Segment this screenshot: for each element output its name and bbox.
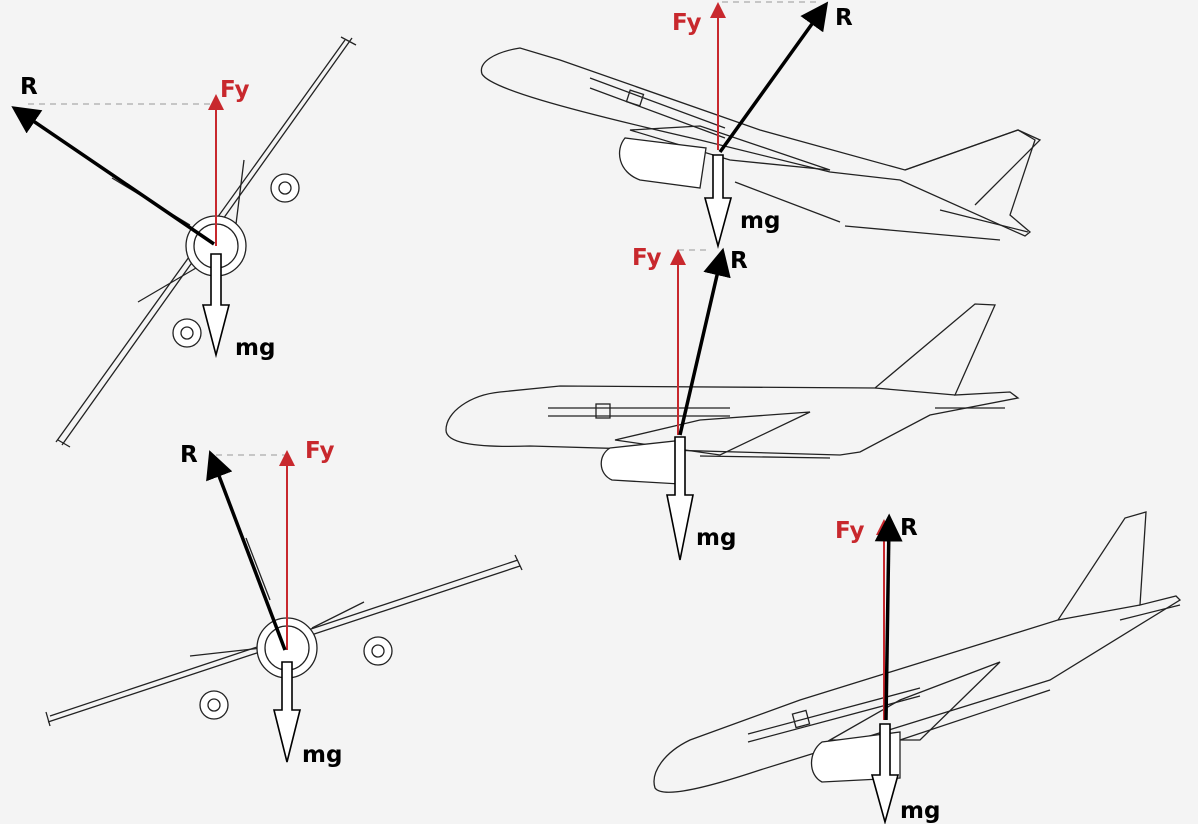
- mg-arrow: [272, 661, 302, 763]
- fy-label: Fy: [672, 10, 701, 36]
- fy-label: Fy: [220, 77, 249, 103]
- scene-side-descend: Fy R mg: [653, 511, 1182, 824]
- r-arrow: [206, 450, 287, 651]
- mg-label: mg: [696, 525, 736, 551]
- mg-arrow: [666, 436, 694, 561]
- fy-label: Fy: [835, 518, 864, 544]
- mg-label: mg: [740, 208, 780, 234]
- r-arrow: [718, 1, 829, 154]
- r-arrow: [874, 513, 903, 721]
- scene-front-bank-left: R Fy mg: [11, 36, 357, 448]
- airplane-side-view-illustration: [480, 47, 1042, 241]
- mg-label: mg: [302, 742, 342, 768]
- mg-arrow: [201, 253, 231, 359]
- r-label: R: [730, 248, 748, 274]
- fy-label: Fy: [632, 245, 661, 271]
- airplane-side-view-illustration: [653, 511, 1182, 793]
- scene-side-level: Fy R mg: [445, 245, 1020, 561]
- r-label: R: [180, 442, 198, 468]
- mg-label: mg: [235, 335, 275, 361]
- airplane-side-view-illustration: [445, 303, 1020, 485]
- scene-side-climb-steep: Fy R mg: [480, 1, 1042, 250]
- mg-arrow: [870, 723, 900, 824]
- mg-arrow: [703, 154, 733, 250]
- r-label: R: [835, 5, 853, 31]
- r-arrow: [11, 106, 215, 246]
- r-label: R: [900, 515, 918, 541]
- fy-label: Fy: [305, 438, 334, 464]
- r-arrow: [678, 247, 731, 436]
- airplane-front-view-illustration: [55, 36, 357, 448]
- mg-label: mg: [900, 798, 940, 824]
- r-label: R: [20, 74, 38, 100]
- scene-front-bank-right: R Fy mg: [45, 438, 523, 768]
